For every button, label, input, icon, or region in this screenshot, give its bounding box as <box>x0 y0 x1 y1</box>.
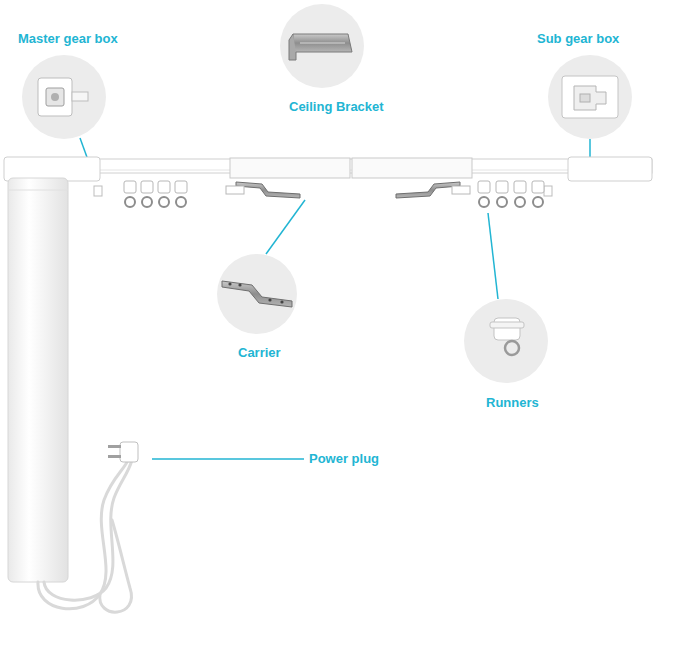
bracket-plate <box>293 34 352 52</box>
part-label: Power plug <box>309 451 379 467</box>
plug-body <box>120 442 138 462</box>
leader-line <box>589 139 591 158</box>
cord-strand <box>100 520 132 612</box>
part-label: Runners <box>486 395 539 411</box>
carrier-hole <box>280 300 283 303</box>
cord-strand <box>38 460 128 609</box>
carrier-hole <box>228 282 231 285</box>
detail-circle <box>22 55 106 139</box>
carrier-hole <box>238 283 241 286</box>
part-label: Ceiling Bracket <box>289 99 384 115</box>
runner-body <box>494 318 520 340</box>
detail-circle <box>464 299 548 383</box>
carrier-slider <box>352 158 472 178</box>
runner-ring <box>479 197 489 207</box>
motor <box>8 178 68 582</box>
runner-ring <box>505 341 519 355</box>
end-stop <box>94 186 102 196</box>
runner <box>514 181 526 193</box>
leader-line <box>266 200 305 254</box>
part-label: Master gear box <box>18 31 118 47</box>
bracket-edge <box>300 43 345 44</box>
gear-box-body <box>38 78 72 116</box>
runner <box>124 181 136 193</box>
plug-prong <box>108 445 121 448</box>
gear-socket <box>46 88 64 106</box>
track <box>4 157 652 198</box>
detail-circles <box>22 4 632 383</box>
runner-wheel <box>490 322 524 328</box>
part-label: Carrier <box>238 345 281 361</box>
leader-line <box>152 458 304 460</box>
power-cord <box>38 460 132 612</box>
cord-strand <box>44 460 132 600</box>
runner <box>532 181 544 193</box>
carrier-hole <box>268 298 271 301</box>
carrier-clip <box>226 186 244 194</box>
detail-circle <box>548 55 632 139</box>
motor-body <box>8 178 68 582</box>
detail-circle <box>280 4 364 88</box>
power-plug-icon <box>108 442 138 462</box>
plug-prong <box>108 455 121 458</box>
runner-ring <box>497 197 507 207</box>
master-gear-box-icon <box>38 78 88 116</box>
sub-gear-box <box>568 157 652 181</box>
end-stop <box>544 186 552 196</box>
runner <box>478 181 490 193</box>
motor-seam <box>8 190 68 191</box>
runner-ring <box>533 197 543 207</box>
carrier-slider <box>230 158 350 178</box>
runner <box>141 181 153 193</box>
part-label: Sub gear box <box>537 31 619 47</box>
ceiling-bracket-icon <box>289 34 352 60</box>
runner-ring <box>176 197 186 207</box>
runner-ring <box>159 197 169 207</box>
carrier-icon <box>222 281 292 307</box>
sub-box-body <box>562 76 618 118</box>
runner-icon <box>490 318 524 355</box>
carrier-plate <box>222 281 292 307</box>
bracket-hook <box>289 34 296 60</box>
leader-line <box>488 213 498 299</box>
track-runners <box>124 181 544 193</box>
carrier-arm <box>396 182 460 198</box>
carrier-clip <box>452 186 470 194</box>
leader-lines <box>80 138 590 459</box>
gear-hole <box>51 93 59 101</box>
master-gear-box <box>4 157 100 181</box>
runner <box>158 181 170 193</box>
runner <box>175 181 187 193</box>
sub-gear-box-icon <box>562 76 618 118</box>
runner-rings <box>125 197 543 207</box>
detail-circle <box>217 254 297 334</box>
carrier-arm <box>236 182 300 198</box>
runner-ring <box>125 197 135 207</box>
gear-tab <box>72 92 88 101</box>
sub-box-pulley <box>580 94 590 102</box>
runner-ring <box>142 197 152 207</box>
runner-ring <box>515 197 525 207</box>
runner <box>496 181 508 193</box>
sub-box-slot <box>574 86 606 110</box>
